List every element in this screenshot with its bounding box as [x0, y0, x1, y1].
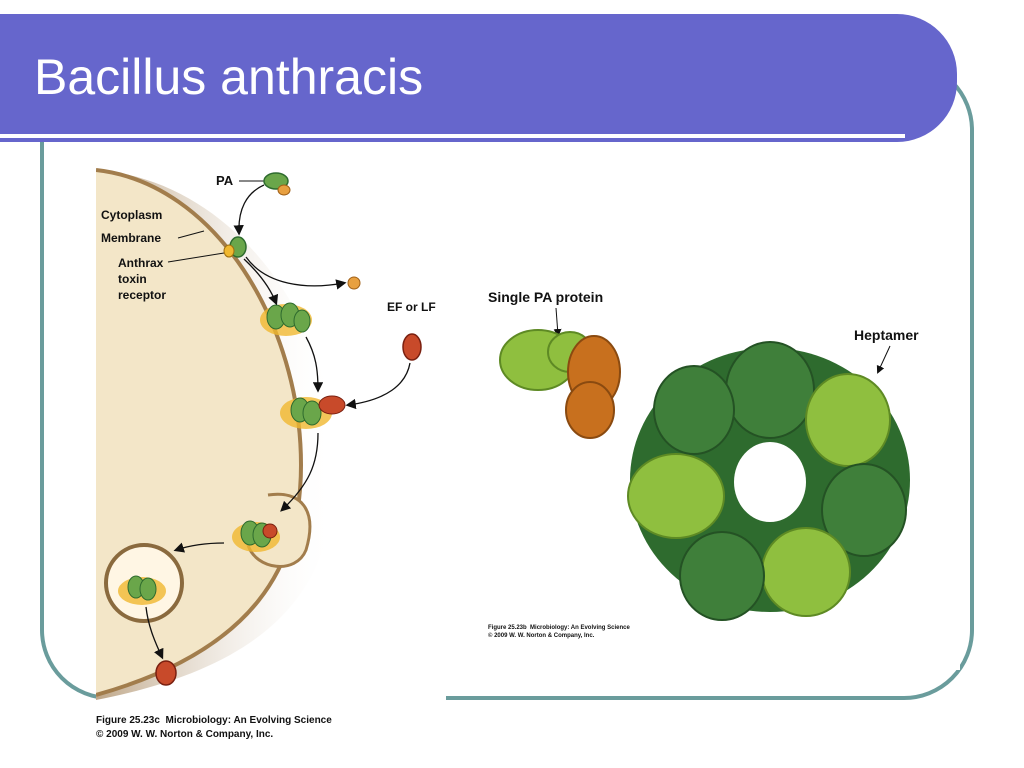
ef-lf-protein	[402, 333, 422, 361]
cell-membrane	[95, 168, 304, 697]
heptamer-label: Heptamer	[854, 327, 919, 343]
pa-label: PA	[216, 173, 234, 188]
left-caption-copyright: © 2009 W. W. Norton & Company, Inc.	[96, 729, 274, 740]
membrane-label: Membrane	[101, 231, 161, 245]
right-caption-figure-number: Figure 25.23b	[488, 625, 527, 631]
toxin-entry-figure: PA Cytoplasm Membrane Anthrax toxin rece…	[95, 165, 446, 705]
receptor-icon	[223, 244, 235, 258]
left-figure-caption: Figure 25.23c Microbiology: An Evolving …	[96, 714, 332, 742]
right-caption-copyright: © 2009 W. W. Norton & Company, Inc.	[488, 633, 595, 639]
title-bar	[0, 14, 957, 142]
receptor-label-line3: receptor	[118, 288, 166, 302]
heptamer-pore	[734, 442, 806, 522]
heptamer-diagram: Single PA protein Heptamer	[488, 289, 919, 621]
prepore-cluster	[260, 302, 312, 336]
left-caption-book-title: Microbiology: An Evolving Science	[165, 715, 332, 726]
pa-fragment	[277, 184, 291, 196]
endosome-complex	[118, 575, 166, 605]
right-figure-caption: Figure 25.23b Microbiology: An Evolving …	[488, 624, 630, 640]
receptor-label-line1: Anthrax	[118, 256, 164, 270]
cleaved-fragment	[347, 276, 361, 290]
pit-complex	[232, 520, 280, 552]
ef-lf-label: EF or LF	[387, 300, 436, 314]
released-ef-lf	[155, 660, 177, 686]
right-caption-book-title: Microbiology: An Evolving Science	[530, 625, 630, 631]
title-underline	[0, 134, 905, 138]
left-caption-figure-number: Figure 25.23c	[96, 715, 160, 726]
heptamer-figure: Single PA protein Heptamer	[470, 260, 960, 670]
single-pa-label: Single PA protein	[488, 289, 603, 305]
toxin-entry-diagram: PA Cytoplasm Membrane Anthrax toxin rece…	[95, 168, 436, 700]
single-pa-protein	[499, 329, 621, 439]
slide-title: Bacillus anthracis	[34, 49, 424, 105]
receptor-label-line2: toxin	[118, 272, 147, 286]
cytoplasm-label: Cytoplasm	[101, 208, 162, 222]
toxin-complex	[280, 395, 346, 429]
heptamer-ring	[627, 341, 910, 621]
